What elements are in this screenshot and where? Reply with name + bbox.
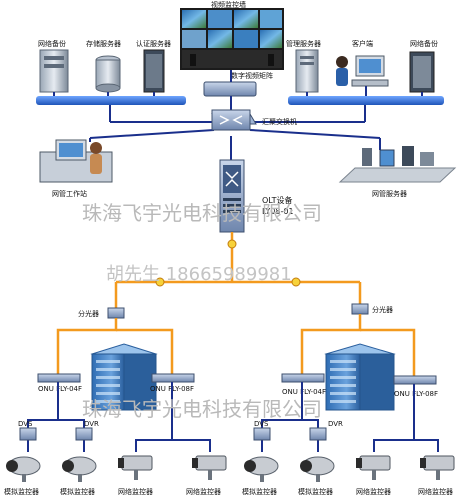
video-matrix: 数字视频矩阵 [203, 70, 273, 97]
onu-right-08f: ONU FLY-08F [393, 375, 438, 398]
dvs-box-2: DVS [253, 420, 271, 441]
nms-server: 网管服务器 [338, 146, 457, 198]
client-workstation: 客户端 [336, 39, 389, 96]
building-right [324, 343, 396, 411]
splitter-right: 分光器 [351, 303, 393, 315]
mgmt-server-top-label: 管理服务器 [286, 39, 321, 48]
nms-server-label: 网管服务器 [372, 189, 407, 198]
network-camera-1: 网络监控器 [118, 455, 153, 496]
auth-server-label: 认证服务器 [136, 39, 171, 48]
ethernet-links-bottom [27, 382, 439, 452]
video-matrix-label: 数字视频矩阵 [231, 71, 273, 80]
watermark-company-2: 珠海飞宇光电科技有限公司 [82, 397, 322, 421]
network-camera-4: 网络监控器 [418, 455, 455, 496]
mgmt-server-top: 管理服务器 [286, 39, 321, 96]
fiber-connectors [155, 239, 301, 287]
backup-server-left: 网络备份 [38, 39, 69, 96]
cam-5-label: 模拟监控器 [242, 487, 277, 496]
backup-server-right: 网络备份 [409, 39, 438, 96]
video-wall: 视频监控墙 [180, 0, 284, 70]
cam-4-label: 网络监控器 [186, 487, 221, 496]
cam-6-label: 模拟监控器 [298, 487, 333, 496]
aggregation-switch: 汇聚交换机 [211, 109, 297, 131]
dvs-box-1: DVS [18, 420, 37, 441]
cam-7-label: 网络监控器 [356, 487, 391, 496]
onu-ll-label: ONU FLY-04F [38, 385, 82, 393]
backup-right-label: 网络备份 [410, 39, 438, 48]
fiber-drops [56, 314, 416, 376]
analog-camera-3: 模拟监控器 [242, 456, 279, 496]
left-server-bus [36, 96, 186, 105]
ethernet-links-top [89, 96, 381, 160]
dvs-2-label: DVS [254, 420, 269, 428]
video-wall-label: 视频监控墙 [211, 0, 246, 9]
dvs-1-label: DVS [18, 420, 33, 428]
dvr-2-label: DVR [328, 420, 343, 428]
analog-camera-4: 模拟监控器 [298, 456, 335, 496]
cam-8-label: 网络监控器 [418, 487, 453, 496]
network-camera-3: 网络监控器 [356, 455, 391, 496]
auth-server: 认证服务器 [136, 39, 171, 96]
analog-camera-1: 模拟监控器 [4, 456, 41, 496]
cam-2-label: 模拟监控器 [60, 487, 95, 496]
onu-left-04f: ONU FLY-04F [37, 373, 82, 393]
storage-server-label: 存储服务器 [86, 39, 121, 48]
onu-rr-label: ONU FLY-08F [394, 390, 438, 398]
onu-right-04f: ONU FLY-04F [281, 373, 326, 396]
analog-camera-2: 模拟监控器 [60, 456, 97, 496]
splitter-left: 分光器 [78, 307, 125, 319]
olt-device: OLT设备 LY08-01 [219, 159, 294, 233]
splitter-right-label: 分光器 [372, 305, 393, 314]
dvr-box-2: DVR [309, 420, 343, 441]
mgmt-workstation: 网管工作站 [39, 139, 113, 198]
splitter-left-label: 分光器 [78, 309, 99, 318]
building-left [90, 343, 158, 411]
watermark-company-1: 珠海飞宇光电科技有限公司 [82, 201, 322, 225]
mgmt-workstation-label: 网管工作站 [52, 189, 87, 198]
dvr-1-label: DVR [84, 420, 99, 428]
client-label: 客户端 [352, 39, 373, 48]
storage-server: 存储服务器 [86, 39, 121, 96]
right-server-bus [288, 96, 444, 105]
cam-3-label: 网络监控器 [118, 487, 153, 496]
olt-model-label: LY08-01 [262, 207, 294, 216]
dvr-box-1: DVR [75, 420, 99, 441]
watermark-contact: 胡先生 18665989981 [106, 264, 292, 285]
backup-left-label: 网络备份 [38, 39, 66, 48]
network-camera-2: 网络监控器 [186, 455, 227, 496]
olt-device-label: OLT设备 [262, 195, 293, 205]
cam-1-label: 模拟监控器 [4, 487, 39, 496]
agg-switch-label: 汇聚交换机 [262, 117, 297, 126]
onu-rl-label: ONU FLY-04F [282, 388, 326, 396]
